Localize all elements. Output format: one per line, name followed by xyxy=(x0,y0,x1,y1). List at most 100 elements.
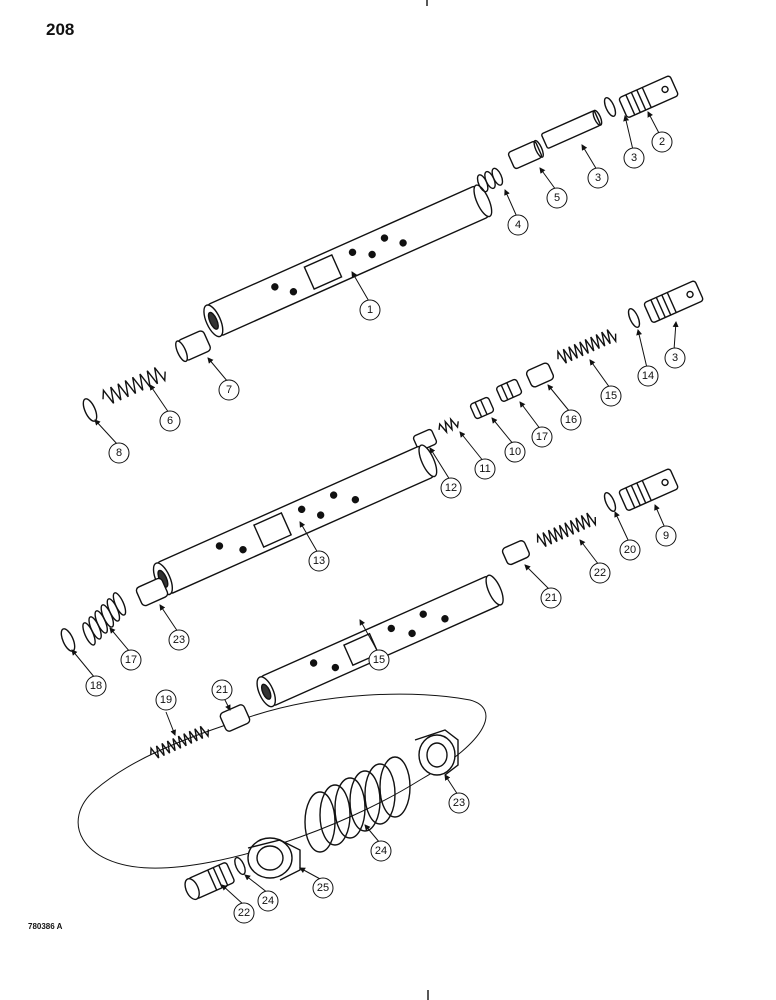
plug-11 xyxy=(469,396,495,420)
leader-19 xyxy=(359,619,379,653)
leader-14 xyxy=(672,321,679,351)
poppet-13 xyxy=(412,428,438,452)
leader-10 xyxy=(519,401,542,431)
callout-2: 2 xyxy=(651,131,673,153)
callout-circle xyxy=(637,365,659,387)
callout-label: 3 xyxy=(631,152,637,164)
callout-15: 15 xyxy=(368,649,390,671)
leader-13 xyxy=(429,447,451,481)
spring-21-right xyxy=(536,512,597,547)
callout-circle xyxy=(448,792,470,814)
callout-5: 5 xyxy=(546,187,568,209)
leader-24-right xyxy=(444,774,459,796)
callout-label: 6 xyxy=(167,415,173,427)
callout-circle xyxy=(560,409,582,431)
callout-label: 16 xyxy=(565,414,577,426)
callout-6: 6 xyxy=(159,410,181,432)
spring-5 xyxy=(476,167,504,193)
callout-3: 3 xyxy=(587,167,609,189)
leader-1 xyxy=(351,271,371,304)
callout-circle xyxy=(619,539,641,561)
callout-22: 22 xyxy=(233,902,255,924)
plug-26 xyxy=(184,862,235,901)
leader-23-right xyxy=(524,564,551,591)
callout-10: 10 xyxy=(504,441,526,463)
callout-circle xyxy=(664,347,686,369)
callout-circle xyxy=(507,214,529,236)
callout-3: 3 xyxy=(664,347,686,369)
leader-4 xyxy=(581,144,598,171)
callout-label: 18 xyxy=(90,680,102,692)
callout-label: 22 xyxy=(238,907,250,919)
callout-circle xyxy=(540,587,562,609)
callout-17: 17 xyxy=(531,426,553,448)
callout-label: 2 xyxy=(659,136,665,148)
leader-12 xyxy=(459,431,485,463)
callout-12: 12 xyxy=(440,477,462,499)
callout-label: 23 xyxy=(453,797,465,809)
spool-19 xyxy=(256,574,504,708)
callout-label: 7 xyxy=(226,384,232,396)
callout-label: 9 xyxy=(663,530,669,542)
callout-circle xyxy=(370,840,392,862)
leader-18 xyxy=(109,627,131,653)
callout-circle xyxy=(85,675,107,697)
callout-label: 14 xyxy=(642,370,654,382)
leader-6 xyxy=(539,167,557,191)
leader-2 xyxy=(647,111,661,136)
callout-circle xyxy=(368,649,390,671)
callout-circle xyxy=(600,385,622,407)
leader-17-left xyxy=(159,604,179,633)
piston-8 xyxy=(175,330,212,363)
o-ring-3-top xyxy=(603,97,617,117)
callout-label: 20 xyxy=(624,544,636,556)
callout-label: 4 xyxy=(515,219,521,231)
callout-circle xyxy=(655,525,677,547)
leader-21-left xyxy=(165,711,176,736)
sleeve-24-right xyxy=(414,729,459,776)
callout-3: 3 xyxy=(623,147,645,169)
callout-label: 15 xyxy=(605,390,617,402)
spring-21-left xyxy=(150,725,210,759)
callout-25: 25 xyxy=(312,877,334,899)
spring-18 xyxy=(82,592,127,646)
callout-label: 17 xyxy=(536,431,548,443)
spring-12 xyxy=(438,416,459,435)
callout-23: 23 xyxy=(448,792,470,814)
leader-3-left xyxy=(94,419,119,446)
callout-label: 11 xyxy=(479,463,490,475)
callout-label: 13 xyxy=(313,555,325,567)
callout-14: 14 xyxy=(637,365,659,387)
callout-23: 23 xyxy=(168,629,190,651)
leader-11 xyxy=(491,417,515,446)
sleeve-24-left xyxy=(247,837,301,881)
callout-16: 16 xyxy=(560,409,582,431)
callout-8: 8 xyxy=(108,442,130,464)
callout-circle xyxy=(159,410,181,432)
poppet-23-right xyxy=(501,540,530,566)
callout-11: 11 xyxy=(474,458,496,480)
callout-13: 13 xyxy=(308,550,330,572)
o-ring-3-left xyxy=(82,398,98,422)
callout-label: 21 xyxy=(545,592,557,604)
callout-label: 23 xyxy=(173,634,185,646)
leader-5 xyxy=(504,189,518,218)
callout-circle xyxy=(120,649,142,671)
spring-25 xyxy=(304,756,411,853)
poppet-17-top xyxy=(525,362,555,388)
callout-label: 22 xyxy=(594,567,606,579)
callout-circle xyxy=(155,689,177,711)
callout-circle xyxy=(308,550,330,572)
callout-label: 1 xyxy=(367,304,373,316)
callout-circle xyxy=(218,379,240,401)
spring-16 xyxy=(557,329,617,364)
callout-label: 5 xyxy=(554,192,560,204)
plug-6 xyxy=(507,139,544,170)
leader-16 xyxy=(589,359,611,389)
callout-circle xyxy=(211,679,233,701)
callout-label: 19 xyxy=(160,694,172,706)
callout-4: 4 xyxy=(507,214,529,236)
leader-22-top xyxy=(614,511,630,543)
leader-20 xyxy=(654,504,666,529)
